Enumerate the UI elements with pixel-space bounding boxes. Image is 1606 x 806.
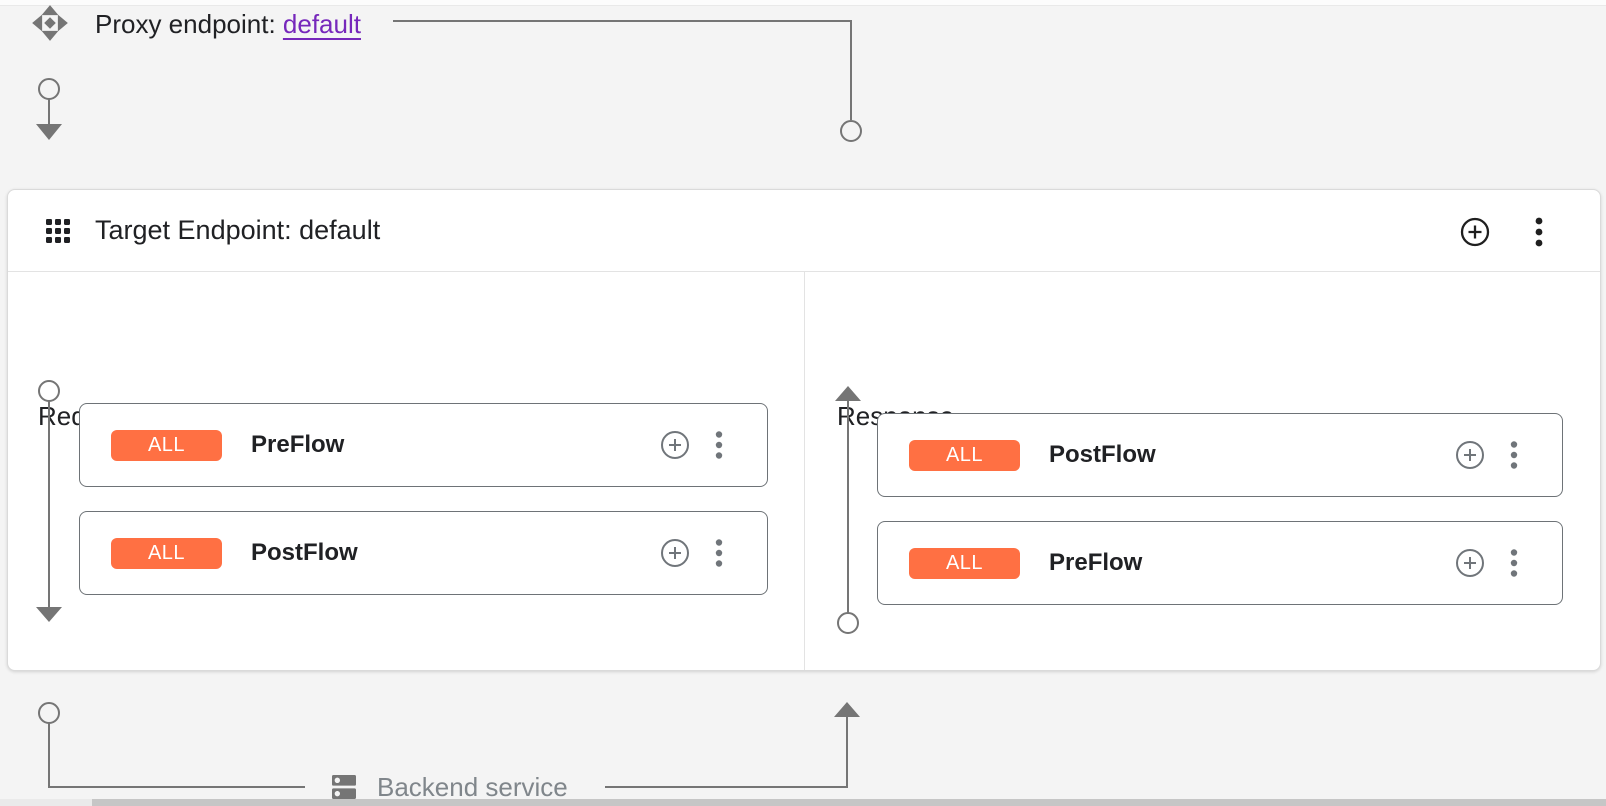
more-vert-icon[interactable]: [1532, 217, 1546, 247]
add-circle-icon[interactable]: [1460, 217, 1490, 247]
flow-name: PostFlow: [1049, 441, 1156, 468]
backend-service-label: Backend service: [377, 772, 568, 802]
more-vert-icon[interactable]: [713, 539, 725, 567]
top-divider: [0, 0, 1606, 6]
horizontal-scrollbar-thumb[interactable]: [92, 799, 1606, 806]
request-preflow-card[interactable]: ALL PreFlow: [79, 403, 768, 487]
target-endpoint-title: Target Endpoint: default: [95, 215, 381, 245]
more-vert-icon[interactable]: [1508, 549, 1520, 577]
condition-badge: ALL: [909, 547, 1020, 579]
grid-icon: [46, 218, 70, 243]
target-endpoint-header: Target Endpoint: default: [8, 190, 1600, 272]
condition-badge: ALL: [909, 439, 1020, 471]
horizontal-scrollbar: [0, 799, 1606, 806]
flow-name: PreFlow: [1049, 549, 1143, 576]
response-preflow-card[interactable]: ALL PreFlow: [877, 521, 1563, 605]
request-response-divider: [804, 272, 805, 670]
condition-badge: ALL: [111, 429, 222, 461]
flow-name: PostFlow: [251, 539, 358, 566]
proxy-endpoint-move-icon: [32, 5, 68, 41]
proxy-endpoint-link[interactable]: default: [282, 9, 361, 39]
add-circle-icon[interactable]: [660, 430, 690, 460]
add-circle-icon[interactable]: [660, 538, 690, 568]
flow-name: PreFlow: [251, 431, 345, 458]
proxy-endpoint-label: Proxy endpoint:: [95, 9, 276, 39]
more-vert-icon[interactable]: [713, 431, 725, 459]
proxy-endpoint-row: Proxy endpoint: default: [95, 8, 361, 40]
condition-badge: ALL: [111, 537, 222, 569]
more-vert-icon[interactable]: [1508, 441, 1520, 469]
add-circle-icon[interactable]: [1455, 440, 1485, 470]
dns-icon: [332, 775, 356, 799]
target-endpoint-card: Target Endpoint: default Request Respons…: [7, 189, 1601, 671]
response-postflow-card[interactable]: ALL PostFlow: [877, 413, 1563, 497]
target-endpoint-body: Request Response ALL PreFlow ALL PostFlo…: [8, 272, 1600, 670]
request-postflow-card[interactable]: ALL PostFlow: [79, 511, 768, 595]
add-circle-icon[interactable]: [1455, 548, 1485, 578]
